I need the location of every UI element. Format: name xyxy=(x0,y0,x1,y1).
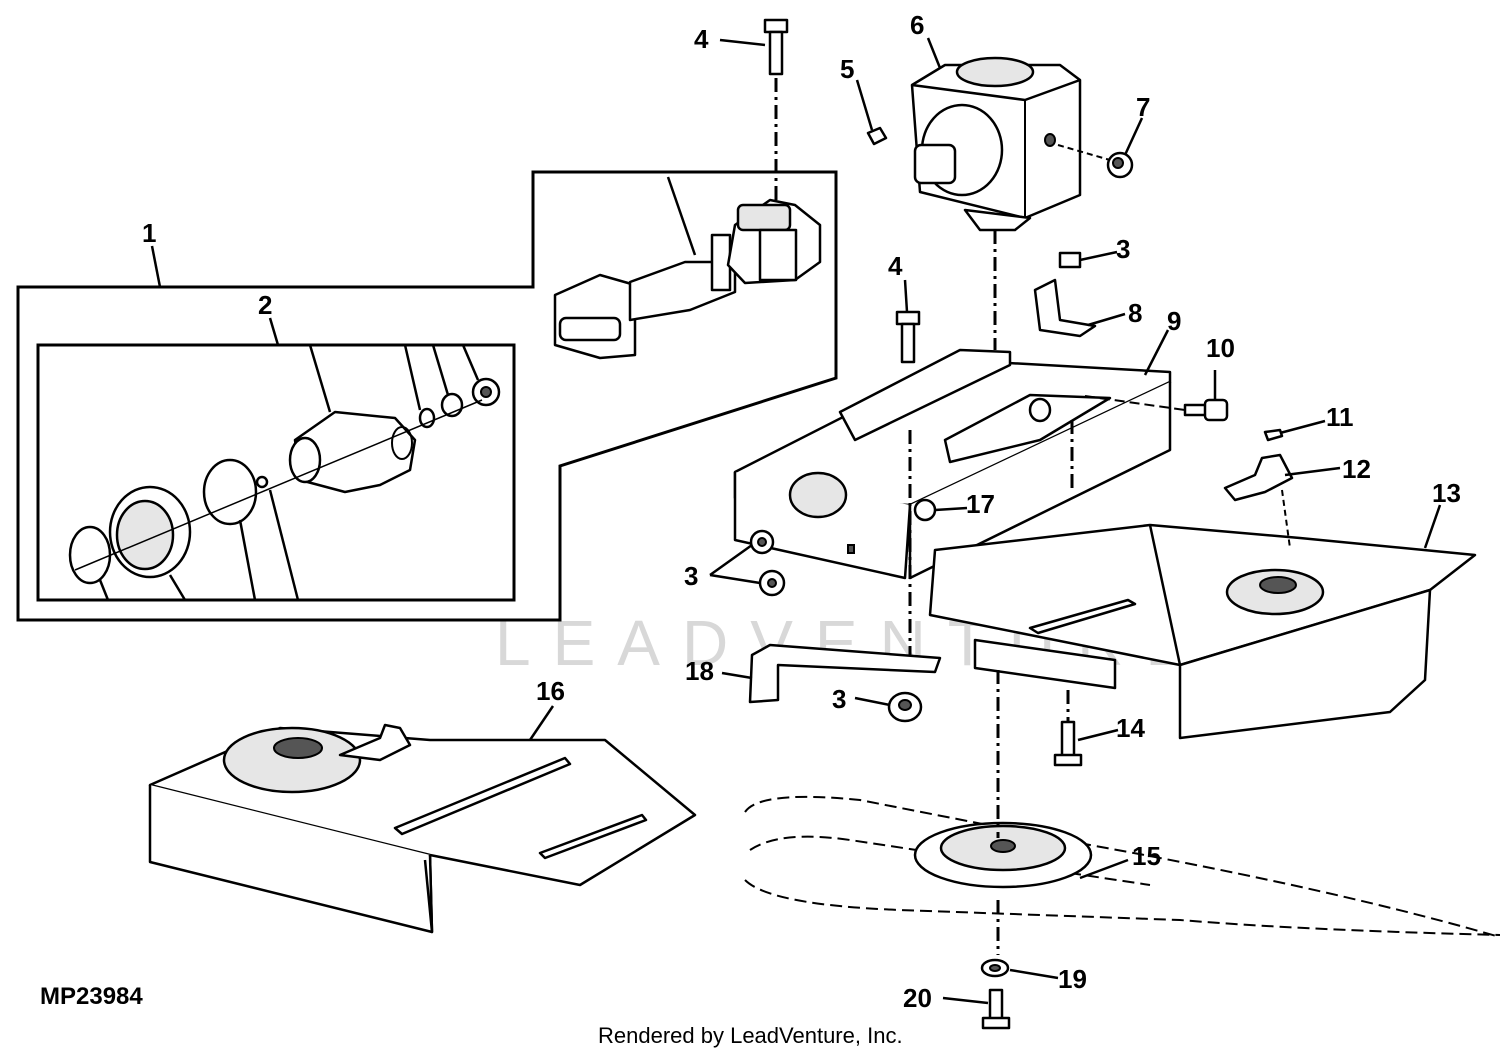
callout-10: 10 xyxy=(1206,333,1235,363)
callout-3-bracket: 3 xyxy=(1116,234,1130,264)
part-5-plug xyxy=(866,126,888,146)
callout-15: 15 xyxy=(1132,841,1161,871)
footer-credit: Rendered by LeadVenture, Inc. xyxy=(598,1023,903,1048)
nut-3-bottom xyxy=(887,691,923,723)
callout-6: 6 xyxy=(910,10,924,40)
callout-1: 1 xyxy=(142,218,156,248)
cylinder-internals xyxy=(68,377,501,585)
callout-17: 17 xyxy=(966,489,995,519)
callout-11: 11 xyxy=(1326,402,1354,432)
callout-3-bottom: 3 xyxy=(832,684,846,714)
callout-4-mid: 4 xyxy=(888,251,903,281)
clip-11 xyxy=(1263,428,1284,442)
callout-3-left: 3 xyxy=(684,561,698,591)
callout-5: 5 xyxy=(840,54,854,84)
latch-12 xyxy=(1223,453,1294,502)
callout-20: 20 xyxy=(903,983,932,1013)
bracket-18 xyxy=(748,643,942,704)
bolt-20 xyxy=(981,988,1011,1030)
bolt-4-mid xyxy=(895,310,921,364)
callout-7: 7 xyxy=(1136,92,1150,122)
left-belt-shield xyxy=(148,723,697,934)
callout-2: 2 xyxy=(258,290,272,320)
callout-4-top: 4 xyxy=(694,24,709,54)
mounting-plate xyxy=(733,348,1172,580)
bolt-14 xyxy=(1053,720,1083,767)
nut-3-left-b xyxy=(758,569,786,597)
callout-8: 8 xyxy=(1128,298,1142,328)
diagram-code: MP23984 xyxy=(40,983,143,1010)
callout-13: 13 xyxy=(1432,478,1461,508)
callout-14: 14 xyxy=(1116,713,1145,743)
bracket-8 xyxy=(1033,278,1097,338)
motor xyxy=(910,56,1082,232)
part-7-grommet xyxy=(1106,151,1134,179)
callout-18: 18 xyxy=(685,656,714,686)
belt-and-pulley xyxy=(744,795,1500,939)
nut-3-left-a xyxy=(749,529,775,555)
nut-3-top xyxy=(1058,251,1082,269)
bolt-10 xyxy=(1183,398,1229,422)
part-1-assembly-box xyxy=(16,170,838,622)
callout-16: 16 xyxy=(536,676,565,706)
callout-12: 12 xyxy=(1342,454,1371,484)
callout-19: 19 xyxy=(1058,964,1087,994)
washer-19 xyxy=(980,958,1010,978)
bolt-4-top xyxy=(763,18,789,76)
right-belt-shield xyxy=(928,523,1477,740)
callout-9: 9 xyxy=(1167,306,1181,336)
cylinder-rod-end xyxy=(553,198,822,360)
